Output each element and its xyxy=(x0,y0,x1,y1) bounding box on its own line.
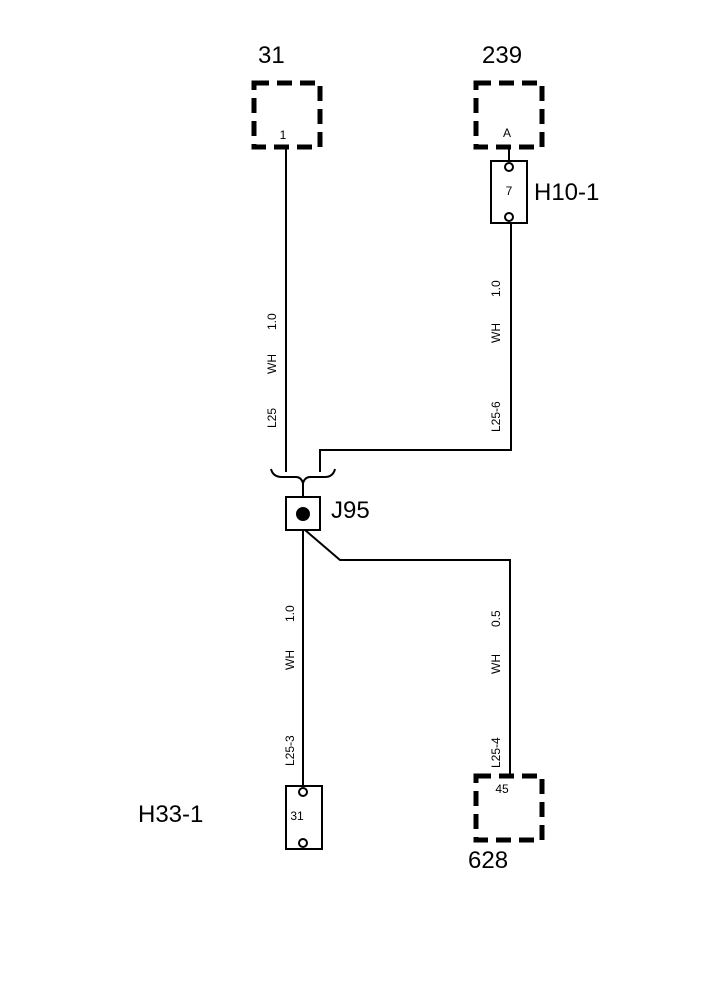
inline-h10-1-box xyxy=(490,160,528,224)
connector-31-label: 31 xyxy=(258,42,285,69)
inline-connector-h10-1[interactable]: 7 H10-1 xyxy=(490,147,599,224)
terminal-pin xyxy=(298,787,308,797)
wire-bundle-brace xyxy=(270,468,336,487)
wire-l25-3[interactable]: L25-3 WH 1.0 xyxy=(283,530,304,786)
wire-l25-3-size: 1.0 xyxy=(283,605,297,622)
wire-l25-6-color: WH xyxy=(489,323,503,343)
connector-31-pin: 1 xyxy=(280,128,287,142)
connector-628-box xyxy=(473,773,545,843)
wire-l25-4-color: WH xyxy=(489,654,503,674)
inline-h10-1-pin: 7 xyxy=(506,184,513,198)
inline-h33-1-pin: 31 xyxy=(290,809,304,823)
splice-j95-label: J95 xyxy=(331,497,370,524)
terminal-pin xyxy=(504,162,514,172)
wire-l25-4[interactable]: L25-4 WH 0.5 xyxy=(304,529,511,776)
splice-j95[interactable]: J95 xyxy=(285,483,370,531)
wire-l25-6[interactable]: L25-6 WH 1.0 xyxy=(319,223,512,472)
wire-line xyxy=(319,223,512,472)
wire-line xyxy=(304,529,511,776)
wire-l25-size: 1.0 xyxy=(265,313,279,330)
wire-l25-3-id: L25-3 xyxy=(283,735,297,766)
inline-h33-1-box xyxy=(285,785,323,850)
wire-l25-6-id: L25-6 xyxy=(489,401,503,432)
connector-628-pin: 45 xyxy=(495,782,509,796)
splice-dot xyxy=(296,507,310,521)
wire-l25-6-size: 1.0 xyxy=(489,280,503,297)
inline-connector-h33-1[interactable]: 31 H33-1 xyxy=(138,785,323,850)
wire-l25-id: L25 xyxy=(265,408,279,428)
connector-31-box xyxy=(251,80,323,150)
terminal-pin xyxy=(504,212,514,222)
wire-l25-4-size: 0.5 xyxy=(489,610,503,627)
wire-l25-4-id: L25-4 xyxy=(489,737,503,768)
connector-239-pin: A xyxy=(503,126,511,140)
wire-l25[interactable]: L25 WH 1.0 xyxy=(265,147,287,472)
connector-31[interactable]: 31 1 xyxy=(251,42,323,150)
inline-h10-1-label: H10-1 xyxy=(534,179,599,206)
connector-239[interactable]: 239 A xyxy=(473,42,545,150)
connector-628-label: 628 xyxy=(468,847,508,874)
connector-628[interactable]: 45 628 xyxy=(468,773,545,874)
wire-l25-color: WH xyxy=(265,354,279,374)
inline-h33-1-label: H33-1 xyxy=(138,801,203,828)
wire-l25-3-color: WH xyxy=(283,650,297,670)
connector-239-label: 239 xyxy=(482,42,522,69)
terminal-pin xyxy=(298,838,308,848)
